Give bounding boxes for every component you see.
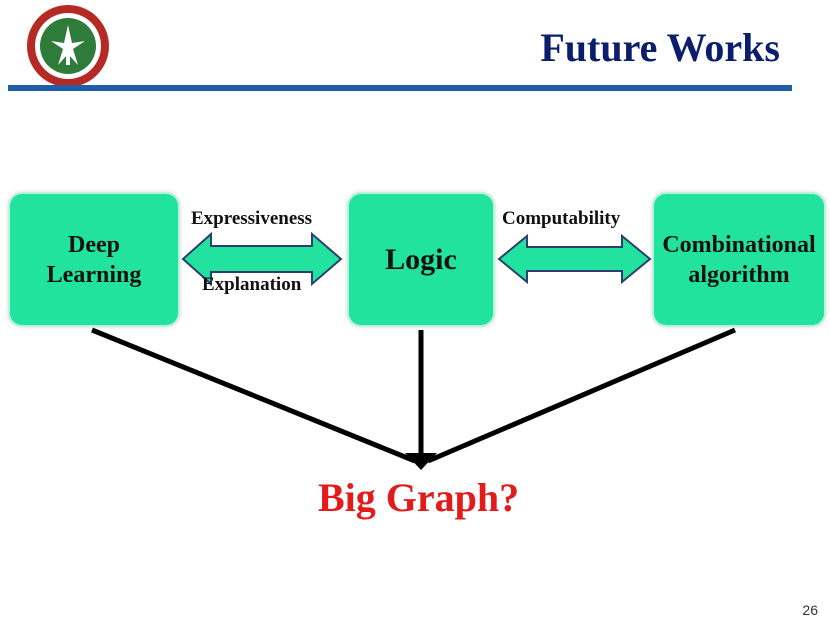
title-underline xyxy=(8,85,792,91)
node-logic-label: Logic xyxy=(385,242,457,276)
edge-label-expressiveness: Expressiveness xyxy=(191,208,313,229)
double-arrow-left xyxy=(181,231,343,287)
node-deep-learning: Deep Learning xyxy=(8,192,180,327)
double-arrow-right xyxy=(497,233,652,285)
target-big-graph: Big Graph? xyxy=(318,475,520,520)
node-combinational-algorithm: Combinational algorithm xyxy=(652,192,826,327)
page-number: 26 xyxy=(802,602,818,618)
arrowhead-target xyxy=(405,453,437,470)
node-deep-learning-label: Deep Learning xyxy=(46,231,142,288)
node-logic: Logic xyxy=(347,192,495,327)
edge-label-explanation: Explanation xyxy=(202,274,302,295)
line-combinational-to-target xyxy=(427,327,736,464)
line-deep-learning-to-target xyxy=(91,327,416,464)
node-combinational-label: Combinational algorithm xyxy=(662,231,816,288)
edge-label-computability: Computability xyxy=(502,208,621,229)
slide-title: Future Works xyxy=(540,25,780,70)
university-logo xyxy=(27,5,109,87)
